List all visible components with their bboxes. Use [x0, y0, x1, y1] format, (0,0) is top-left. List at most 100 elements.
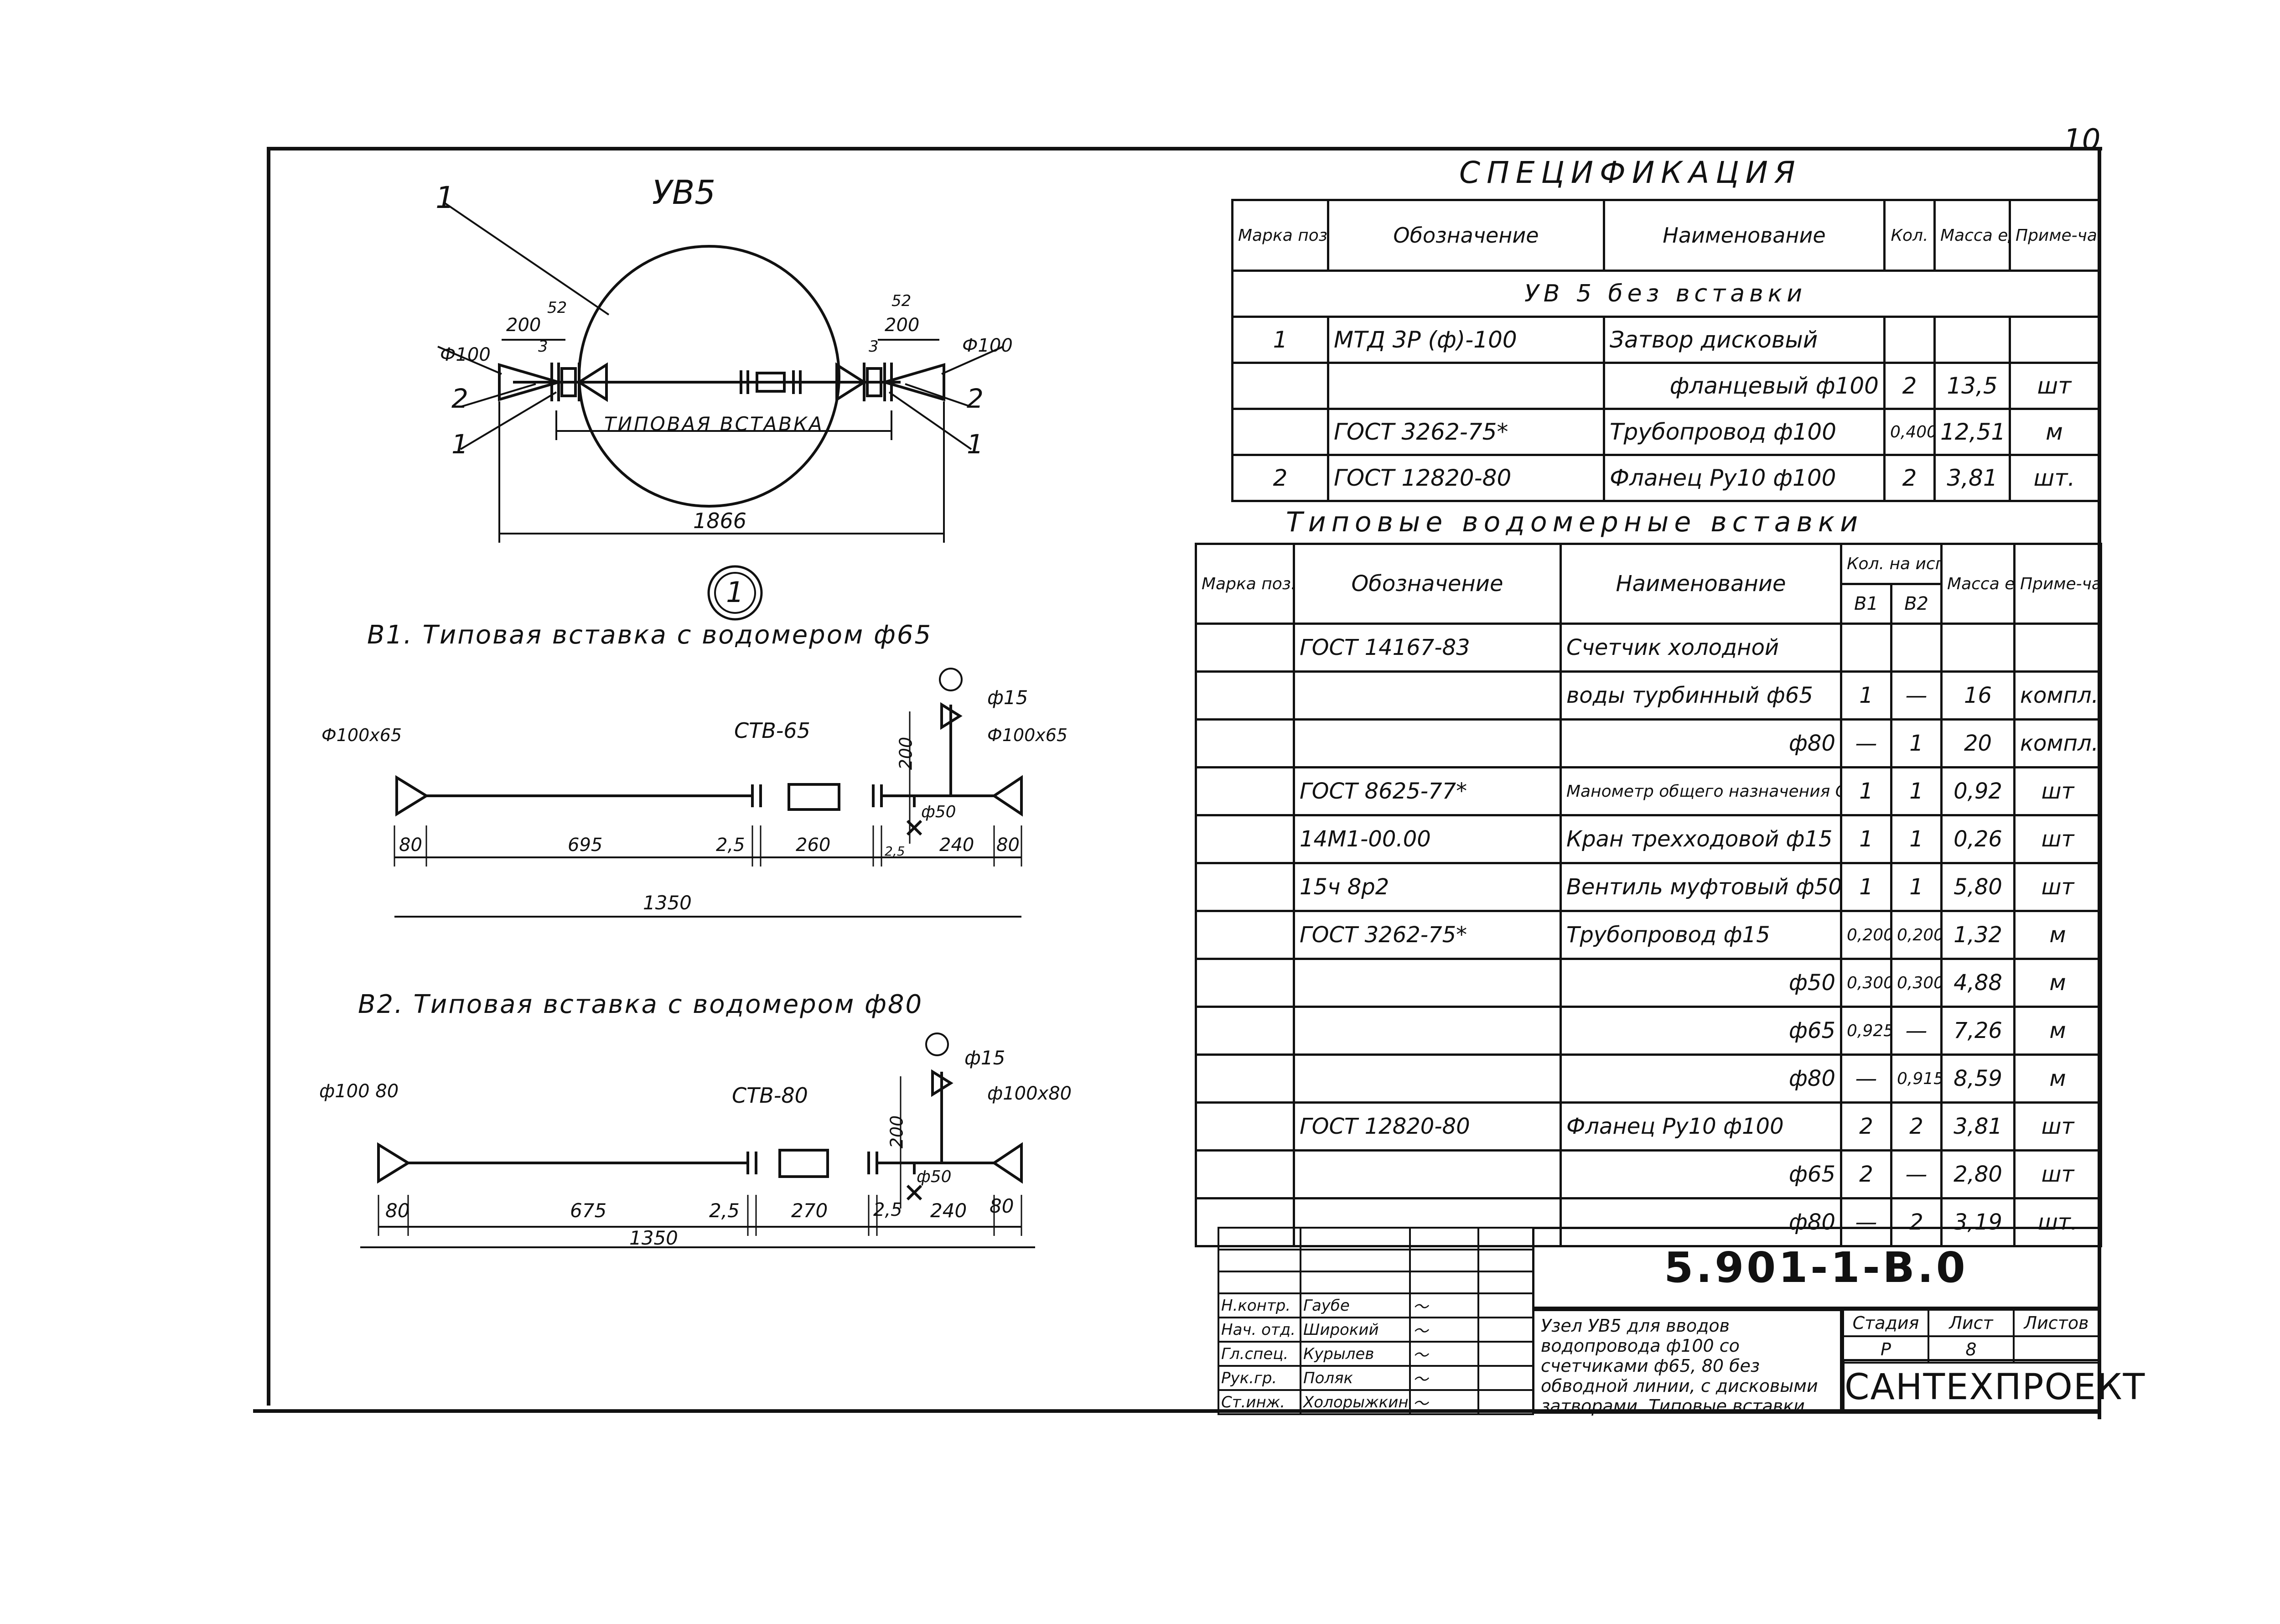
table-cell: ф80 [1560, 1197, 1842, 1247]
b2-height: 200 [886, 1115, 907, 1149]
table-cell [2013, 623, 2103, 673]
table-cell: Трубопровод ф100 [1603, 408, 1886, 456]
table-cell: 4,88 [1940, 958, 2016, 1008]
table-cell: ГОСТ 3262-75* [1293, 910, 1562, 960]
spec-header-row: Марка поз. Обозначение Наименование Кол.… [1231, 199, 2100, 272]
table-row: фланцевый ф100 2 13,5 шт [1231, 362, 2100, 410]
b1-total: 1350 [643, 892, 692, 914]
stamp-role: Рук.гр. [1218, 1365, 1301, 1391]
table-cell [1195, 623, 1295, 673]
signature: 〜 [1409, 1292, 1479, 1318]
table-cell: 5,80 [1940, 862, 2016, 912]
inserts-table: Марка поз. Обозначение Наименование Кол.… [1195, 543, 2103, 1247]
inserts-title: Типовые водомерные вставки [1286, 506, 1864, 538]
signature: 〜 [1409, 1365, 1479, 1391]
table-cell: м [2013, 958, 2103, 1008]
b2-total: 1350 [629, 1227, 678, 1249]
b2-dim-1: 675 [570, 1199, 607, 1222]
b2-dim-0: 80 [385, 1199, 410, 1222]
dim-3-right: 3 [869, 337, 879, 356]
stamp-name: Холорыжкина [1300, 1389, 1411, 1415]
table-cell: 0,200 [1840, 910, 1892, 960]
sheets-header: Листов [2013, 1309, 2100, 1337]
table-cell: 2 [1840, 1101, 1892, 1152]
table-cell: 2 [1890, 1101, 1943, 1152]
inserts-header-note: Приме-чание [2013, 543, 2103, 625]
stamp-name: Гаубе [1300, 1292, 1411, 1318]
table-cell: шт [2013, 1149, 2103, 1199]
typical-insert-label: ТИПОВАЯ ВСТАВКА [604, 413, 824, 435]
stamp-row: Ст.инж.Холорыжкина〜 [1218, 1389, 1534, 1415]
table-cell [1940, 623, 2016, 673]
title-block: Н.контр.Гаубе〜 Нач. отд.Широкий〜 Гл.спец… [1218, 1227, 2145, 1416]
table-cell: Манометр общего назначения ОБМ-100 [1560, 766, 1842, 816]
table-cell: шт [2013, 814, 2103, 864]
table-cell: — [1840, 1197, 1892, 1247]
table-cell [1293, 670, 1562, 721]
b1-title: В1. Типовая вставка с водомером ф65 [367, 620, 933, 650]
b2-left-dia: ф100 80 [319, 1081, 399, 1102]
b1-height: 200 [896, 737, 916, 770]
table-cell: ГОСТ 3262-75* [1327, 408, 1605, 456]
spec-section-label: УВ 5 без вставки [1231, 270, 2100, 318]
table-cell [1840, 623, 1892, 673]
inserts-subheader-b1: В1 [1840, 582, 1892, 625]
spec-table: Марка поз. Обозначение Наименование Кол.… [1231, 199, 2100, 502]
document-description: Узел УВ5 для вводов водопровода ф100 со … [1532, 1309, 1842, 1416]
table-row: ГОСТ 8625-77*Манометр общего назначения … [1195, 766, 2103, 816]
stage-value: Р [1842, 1335, 1929, 1364]
table-cell: 20 [1940, 718, 2016, 768]
frame-left-line [267, 147, 270, 1406]
b2-valve-dia: ф15 [964, 1047, 1005, 1069]
stamp-signatures: Н.контр.Гаубе〜 Нач. отд.Широкий〜 Гл.спец… [1218, 1227, 1534, 1415]
table-cell: шт [2013, 1101, 2103, 1152]
callout-1-left: 1 [451, 429, 468, 460]
stamp-role: Ст.инж. [1218, 1389, 1301, 1415]
callout-2-right: 2 [967, 383, 984, 414]
dim-200-right: 200 [885, 315, 920, 336]
b1-left-dia: Ф100х65 [321, 725, 402, 745]
table-cell: ГОСТ 8625-77* [1293, 766, 1562, 816]
table-cell: 2 [1231, 454, 1329, 502]
table-cell: 0,925 [1840, 1006, 1892, 1056]
table-cell: м [2013, 910, 2103, 960]
table-cell: 2,80 [1940, 1149, 2016, 1199]
dim-52-right: 52 [891, 292, 912, 310]
table-cell [1231, 362, 1329, 410]
table-cell: МТД 3Р (ф)-100 [1327, 316, 1605, 364]
table-cell: 1 [1840, 766, 1892, 816]
overall-dim: 1866 [693, 508, 747, 533]
table-cell: 1 [1890, 766, 1943, 816]
table-cell [1933, 316, 2011, 364]
table-cell: ГОСТ 12820-80 [1293, 1101, 1562, 1152]
sheet-value: 8 [1928, 1335, 2015, 1364]
table-cell [1195, 910, 1295, 960]
table-cell: Трубопровод ф15 [1560, 910, 1842, 960]
table-cell: 0,26 [1940, 814, 2016, 864]
table-cell: шт. [2013, 1197, 2103, 1247]
table-cell [1195, 670, 1295, 721]
table-cell [1883, 316, 1936, 364]
table-cell [1195, 862, 1295, 912]
inserts-header-mark: Марка поз. [1195, 543, 1295, 625]
inserts-header-designation: Обозначение [1293, 543, 1562, 625]
spec-header-mass: Масса ед. кг [1933, 199, 2011, 272]
table-cell: ф65 [1560, 1006, 1842, 1056]
signature: 〜 [1409, 1389, 1479, 1415]
table-cell: 3,19 [1940, 1197, 2016, 1247]
spec-section-row: УВ 5 без вставки [1231, 270, 2100, 318]
table-cell: 7,26 [1940, 1006, 2016, 1056]
table-cell: 1 [1840, 862, 1892, 912]
table-cell: ГОСТ 12820-80 [1327, 454, 1605, 502]
stamp-role: Н.контр. [1218, 1292, 1301, 1318]
table-cell: — [1890, 1149, 1943, 1199]
b1-valve-dia: ф15 [987, 686, 1028, 709]
stamp-row: Нач. отд.Широкий〜 [1218, 1317, 1534, 1343]
table-cell [1327, 362, 1605, 410]
signature: 〜 [1409, 1341, 1479, 1367]
b1-insert-drawing [394, 668, 1023, 918]
